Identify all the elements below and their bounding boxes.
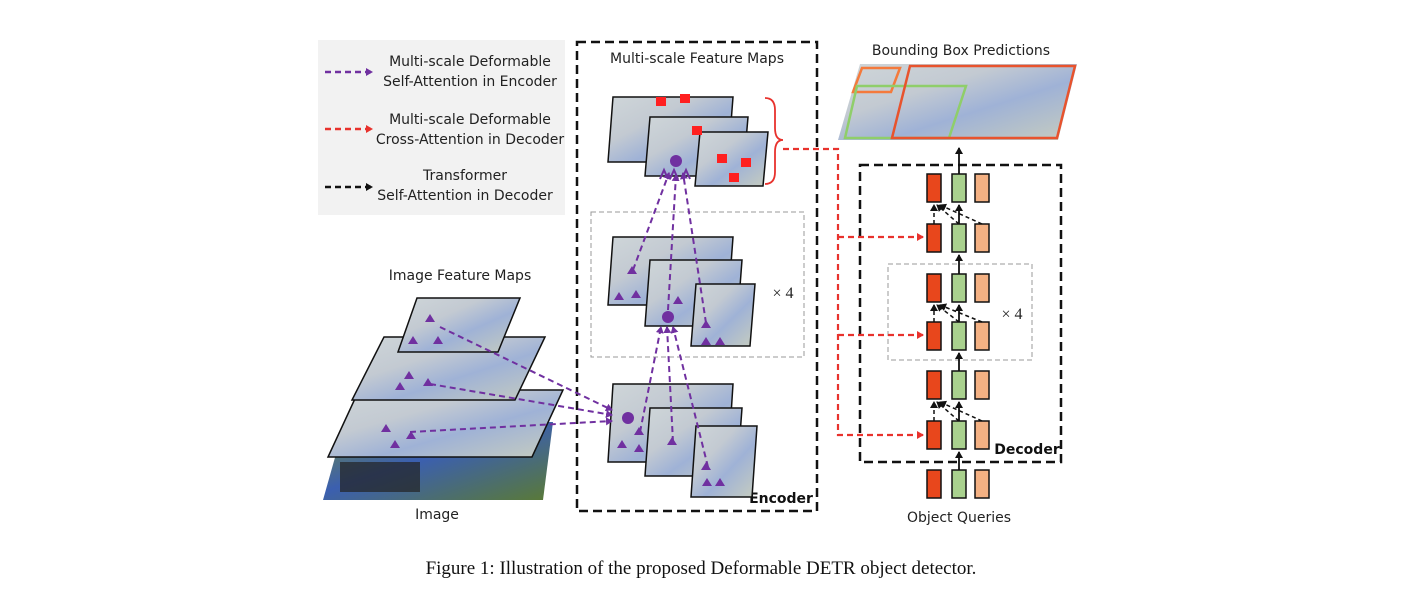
prediction-image xyxy=(838,64,1077,140)
legend-item-1-line2: Self-Attention in Encoder xyxy=(383,74,557,90)
encoder-layer-stack xyxy=(607,236,756,347)
bounding-box-predictions: Bounding Box Predictions xyxy=(838,43,1077,140)
output-feature-stack xyxy=(607,94,769,187)
object-queries-label: Object Queries xyxy=(907,510,1011,526)
encoder-box xyxy=(575,40,819,513)
image-player-jersey xyxy=(340,462,420,492)
figure-caption: Figure 1: Illustration of the proposed D… xyxy=(425,558,977,579)
image-feature-maps: Image Feature Maps Image xyxy=(323,268,565,523)
encoder-repeat-label: × 4 xyxy=(772,285,793,302)
decoder-repeat-label: × 4 xyxy=(1001,306,1022,323)
legend-item-3-line2: Self-Attention in Decoder xyxy=(377,188,553,204)
legend-item-1-line1: Multi-scale Deformable xyxy=(389,54,551,70)
reference-points xyxy=(656,94,751,182)
predicted-box-large xyxy=(890,64,1077,140)
predicted-box-small xyxy=(851,66,902,94)
legend-item-3-line1: Transformer xyxy=(422,168,507,184)
reference-bracket-icon xyxy=(764,97,784,185)
bounding-box-predictions-label: Bounding Box Predictions xyxy=(872,43,1050,59)
encoder-attention-arrows xyxy=(409,172,709,468)
image-label: Image xyxy=(415,507,459,523)
decoder-query-tokens xyxy=(926,173,990,499)
encoder-label: Encoder xyxy=(749,491,813,507)
image-feature-sampling-points xyxy=(381,314,443,448)
image-feature-maps-label: Image Feature Maps xyxy=(389,268,532,284)
encoder: Multi-scale Feature Maps Encoder × 4 xyxy=(409,40,819,513)
multiscale-feature-maps-label: Multi-scale Feature Maps xyxy=(610,51,784,67)
decoder-self-attention-arrows xyxy=(930,203,983,422)
decoder-label: Decoder xyxy=(994,442,1060,458)
legend: Multi-scale Deformable Self-Attention in… xyxy=(318,40,565,215)
encoder-repeat-box xyxy=(590,211,805,358)
encoder-input-stack xyxy=(607,383,758,498)
legend-item-2-line1: Multi-scale Deformable xyxy=(389,112,551,128)
cross-attention-arrows xyxy=(783,147,924,439)
image-feature-map-3 xyxy=(396,297,522,353)
legend-item-2-line2: Cross-Attention in Decoder xyxy=(376,132,565,148)
decoder-box xyxy=(858,163,1063,464)
decoder-repeat-box xyxy=(887,263,1033,361)
decoder: Decoder × 4 xyxy=(858,147,1063,499)
